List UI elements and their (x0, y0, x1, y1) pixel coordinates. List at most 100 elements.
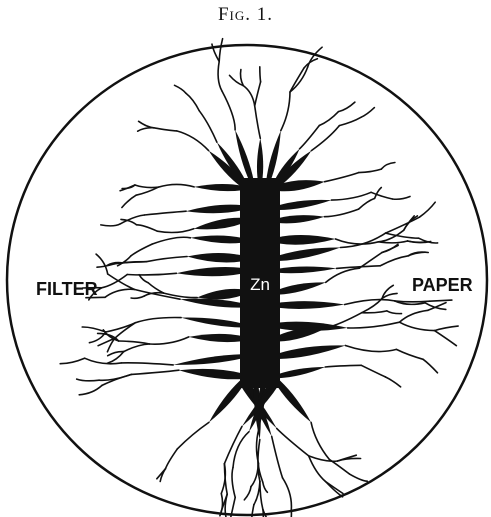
dendrite-branch (119, 341, 150, 344)
dendrite-branch (387, 311, 402, 314)
dendrite-branch (326, 268, 360, 282)
dendrite-branch (139, 121, 154, 128)
dendrite-branch (400, 310, 429, 322)
dendrite-branch (300, 126, 320, 149)
dendrite-branch (96, 254, 108, 274)
dendrite-branch (359, 169, 382, 173)
dendrite-branch (79, 385, 102, 394)
dendrite-branch (124, 344, 150, 352)
dendrite-branch (260, 481, 263, 510)
dendrite-branch (122, 185, 135, 189)
dendrite-branch (400, 322, 435, 330)
dendrite-blade (278, 215, 325, 223)
dendrite-blade (278, 267, 337, 274)
dendrite-branch (240, 70, 243, 86)
dendrite-branch (326, 482, 344, 494)
dendrite-branch (135, 318, 181, 323)
dendrite-blade (278, 247, 341, 261)
dendrite-blade (190, 235, 242, 243)
dendrite-branch (148, 283, 164, 293)
dendrite-branch (132, 370, 179, 374)
dendrite-branch (60, 358, 84, 364)
dendrite-branch (408, 252, 425, 256)
dendrite-blade (197, 289, 242, 299)
dendrite-branch (177, 422, 209, 449)
dendrite-branch (345, 346, 396, 352)
dendrite-branch (381, 163, 395, 170)
dendrite-branch (101, 224, 121, 226)
dendrite-branch (339, 102, 355, 112)
dendrite-branch (340, 233, 385, 247)
dendrite-branch (115, 323, 135, 338)
dendrite-branch (150, 337, 189, 344)
dendrite-branch (146, 257, 187, 262)
dendrite-blade (181, 318, 242, 328)
dendrite-branch (102, 275, 128, 288)
dendrite-branch (108, 274, 135, 289)
dendrite-branch (82, 327, 106, 332)
paper-label: PAPER (412, 275, 473, 295)
dendrite-branch (392, 197, 410, 200)
dendrite-branch (154, 128, 177, 131)
dendrite-branch (122, 195, 136, 207)
dendrite-branch (348, 322, 400, 328)
dendrite-branch (345, 300, 395, 305)
dendrite-branch (121, 363, 173, 365)
dendrite-branch (423, 359, 437, 373)
dendrite-branch (359, 198, 375, 209)
zinc-label: Zn (250, 275, 270, 294)
dendrite-blade (278, 301, 345, 309)
dendrite-branch (157, 229, 194, 233)
dendrite-branch (329, 459, 349, 474)
dendrite-branch (324, 209, 358, 217)
dendrite-branch (222, 91, 235, 130)
dendrite-branch (386, 233, 419, 238)
dendrite-blade (278, 235, 336, 245)
dendrite-branch (435, 331, 457, 346)
dendrite-branch (106, 323, 136, 332)
dendrite-blade (278, 367, 326, 378)
dendrite-branch (131, 296, 144, 298)
dendrite-branch (152, 237, 190, 244)
dendrite-branch (430, 300, 452, 301)
dendrite-branch (395, 301, 430, 302)
dendrite-branch (135, 185, 158, 188)
dendrite-branch (272, 436, 283, 477)
dendrite-blade (278, 200, 332, 210)
dendrite-branch (158, 184, 194, 187)
dendrite-branch (281, 92, 290, 131)
dendrite-branch (385, 377, 400, 387)
dendrite-branch (186, 93, 199, 111)
dendrite-branch (309, 456, 338, 461)
dendrite-blade (277, 327, 327, 341)
dendrite-branch (361, 108, 374, 118)
dendrite-blade (194, 184, 242, 191)
dendrite-branch (380, 256, 408, 266)
dendrite-branch (435, 326, 459, 331)
dendrite-branch (232, 467, 235, 497)
dendrite-branch (218, 62, 222, 91)
dendrite-branch (331, 192, 371, 200)
dendrite-branch (136, 187, 158, 195)
dendrite-blade (180, 299, 242, 308)
dendrite-branch (255, 106, 261, 138)
dendrite-branch (138, 128, 154, 131)
dendrite-branch (255, 82, 261, 106)
dendrite-blade (186, 205, 242, 214)
dendrite-branch (339, 117, 361, 125)
dendrite-branch (118, 256, 131, 266)
dendrite-branch (131, 244, 152, 256)
dendrite-branch (137, 225, 158, 231)
dendrite-branch (325, 173, 359, 182)
dendrite-blade (278, 282, 326, 294)
dendrite-blade (194, 218, 243, 230)
dendrite-branch (105, 289, 134, 297)
dendrite-branch (311, 422, 329, 459)
dendrite-branch (338, 458, 361, 461)
dendrite-branch (144, 211, 186, 215)
dendrite-branch (175, 85, 186, 93)
dendrite-branch (277, 428, 309, 456)
dendrite-branch (177, 131, 209, 151)
dendrite-branch (127, 273, 176, 275)
